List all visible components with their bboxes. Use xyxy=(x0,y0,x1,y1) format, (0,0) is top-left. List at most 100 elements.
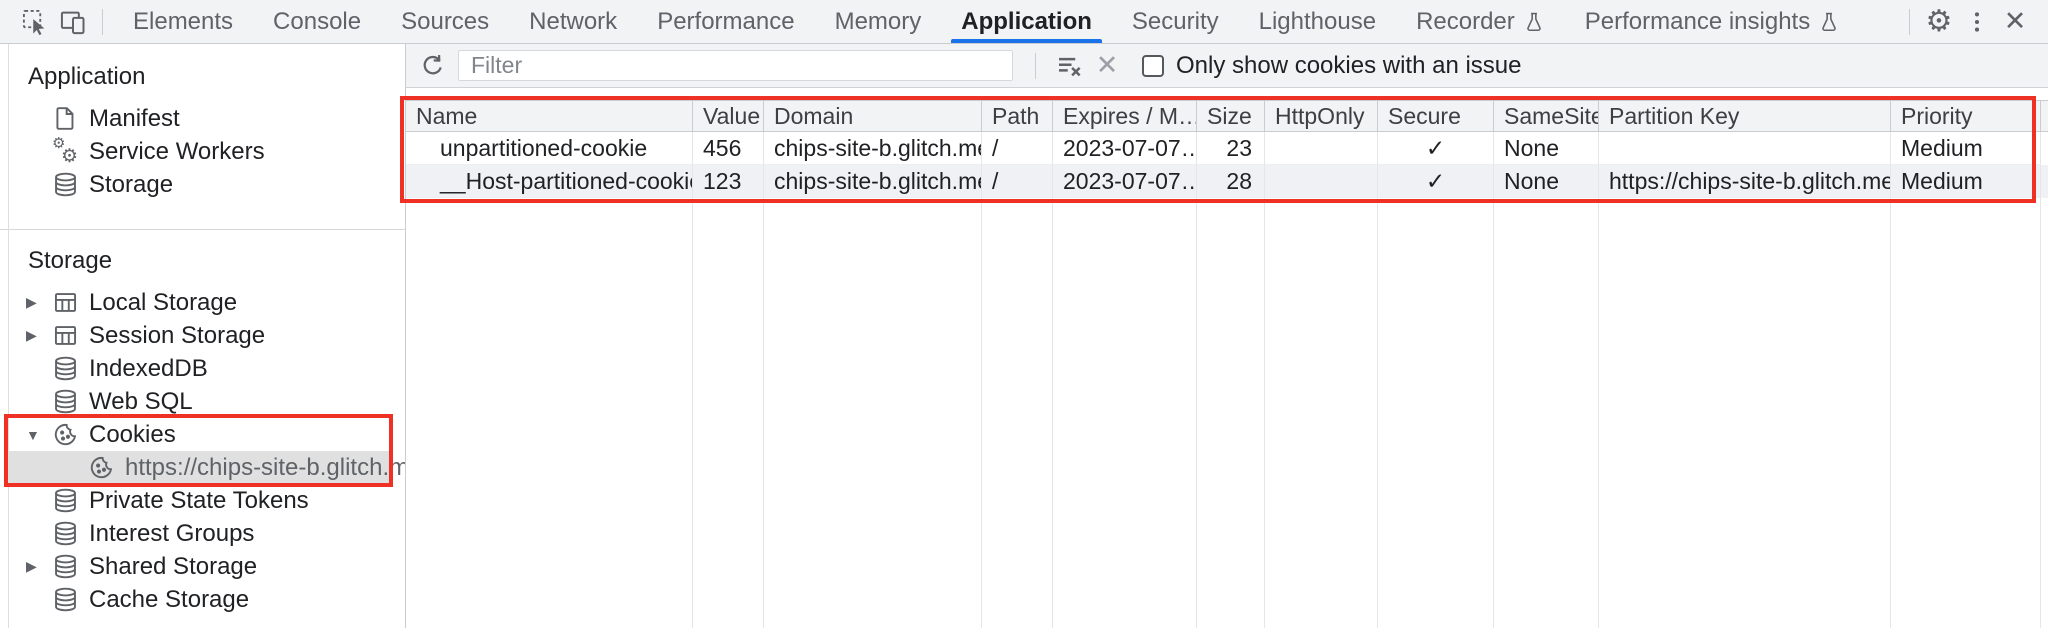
filter-input[interactable] xyxy=(458,50,1013,81)
tab-label: Sources xyxy=(401,7,490,35)
cell-path: / xyxy=(982,165,1053,198)
cell-name: __Host-partitioned-cookie xyxy=(406,165,693,198)
sidebar-item-service-workers[interactable]: ⚙⚙ Service Workers xyxy=(0,135,405,168)
sidebar-item-label: Manifest xyxy=(89,104,180,132)
cell-samesite: None xyxy=(1494,165,1599,198)
refresh-icon[interactable] xyxy=(414,47,452,85)
chevron-right-icon[interactable]: ▶ xyxy=(26,294,37,310)
tab-label: Elements xyxy=(133,7,234,35)
cell-secure: ✓ xyxy=(1378,165,1494,198)
cell-value: 123 xyxy=(693,165,764,198)
column-header-path[interactable]: Path xyxy=(982,101,1053,131)
column-header-partition-key[interactable]: Partition Key xyxy=(1599,101,1891,131)
sidebar-item-cache-storage[interactable]: Cache Storage xyxy=(0,583,405,616)
devtools-tabbar: Elements Console Sources Network Performance… xyxy=(0,0,2048,44)
close-devtools-icon[interactable]: ✕ xyxy=(2003,6,2027,36)
tab-label: Security xyxy=(1131,7,1219,35)
tab-network[interactable]: Network xyxy=(513,0,633,43)
delete-cookie-icon[interactable]: ✕ xyxy=(1095,50,1119,80)
tab-label: Performance insights xyxy=(1584,7,1811,35)
db-icon xyxy=(52,355,79,382)
sidebar-item-label: Private State Tokens xyxy=(89,486,309,514)
tab-recorder[interactable]: Recorder xyxy=(1400,0,1561,43)
sidebar-item-label: Storage xyxy=(89,170,174,198)
column-header-expires-m[interactable]: Expires / M… xyxy=(1053,101,1197,131)
cell-domain: chips-site-b.glitch.me xyxy=(764,132,982,165)
sidebar-item-https-chips-site-b-glitch-me[interactable]: https://chips-site-b.glitch.me xyxy=(7,451,405,484)
sidebar-item-label: Local Storage xyxy=(89,288,238,316)
cell-expires-m: 2023-07-07… xyxy=(1053,132,1197,165)
tab-elements[interactable]: Elements xyxy=(117,0,249,43)
column-header-value[interactable]: Value xyxy=(693,101,764,131)
more-options-kebab-icon[interactable] xyxy=(1958,3,1996,41)
column-header-domain[interactable]: Domain xyxy=(764,101,982,131)
issue-filter-label[interactable]: Only show cookies with an issue xyxy=(1176,51,1522,79)
tab-label: Performance xyxy=(657,7,795,35)
sidebar-item-label: Service Workers xyxy=(89,137,265,165)
panel-tabs: Elements Console Sources Network Performance… xyxy=(113,0,1899,43)
column-line xyxy=(1378,100,1494,628)
inspect-element-icon[interactable] xyxy=(16,3,54,41)
sidebar-item-shared-storage[interactable]: ▶Shared Storage xyxy=(0,550,405,583)
sidebar-item-local-storage[interactable]: ▶ Local Storage xyxy=(0,286,405,319)
clear-filter-icon[interactable] xyxy=(1050,47,1088,85)
cell-value: 456 xyxy=(693,132,764,165)
gears-icon: ⚙⚙ xyxy=(52,135,78,167)
db-icon xyxy=(52,487,79,514)
column-header-priority[interactable]: Priority xyxy=(1891,101,2041,131)
tabbar-right-divider xyxy=(1909,8,1910,35)
tab-label: Console xyxy=(273,7,362,35)
section-title-application: Application xyxy=(28,63,146,90)
sidebar-item-session-storage[interactable]: ▶ Session Storage xyxy=(0,319,405,352)
column-line xyxy=(764,100,982,628)
sidebar-item-label: Web SQL xyxy=(89,387,193,415)
sidebar-item-indexeddb[interactable]: IndexedDB xyxy=(0,352,405,385)
sidebar-item-interest-groups[interactable]: Interest Groups xyxy=(0,517,405,550)
tab-performance-insights[interactable]: Performance insights xyxy=(1569,0,1856,43)
sidebar-item-private-state-tokens[interactable]: Private State Tokens xyxy=(0,484,405,517)
column-header-httponly[interactable]: HttpOnly xyxy=(1265,101,1378,131)
cell-priority: Medium xyxy=(1891,165,2041,198)
tab-memory[interactable]: Memory xyxy=(819,0,938,43)
column-header-name[interactable]: Name xyxy=(406,101,693,131)
toggle-device-toolbar-icon[interactable] xyxy=(54,3,92,41)
tab-application[interactable]: Application xyxy=(945,0,1108,43)
tab-console[interactable]: Console xyxy=(257,0,377,43)
tab-performance[interactable]: Performance xyxy=(641,0,810,43)
tab-sources[interactable]: Sources xyxy=(385,0,505,43)
cell-httponly xyxy=(1265,165,1378,198)
settings-gear-icon[interactable]: ⚙ xyxy=(1925,4,1953,38)
chevron-right-icon[interactable]: ▶ xyxy=(26,558,37,574)
tab-lighthouse[interactable]: Lighthouse xyxy=(1243,0,1392,43)
cell-path: / xyxy=(982,132,1053,165)
column-header-samesite[interactable]: SameSite xyxy=(1494,101,1599,131)
tab-label: Memory xyxy=(834,7,922,35)
db-icon xyxy=(52,171,79,198)
sidebar-item-cookies[interactable]: ▼Cookies xyxy=(0,418,405,451)
db-icon xyxy=(52,388,79,415)
cell-partition-key: https://chips-site-b.glitch.me xyxy=(1599,165,1891,198)
section-title-storage: Storage xyxy=(28,247,113,274)
sidebar-item-label: Session Storage xyxy=(89,321,266,349)
cell-name: unpartitioned-cookie xyxy=(406,132,693,165)
sidebar-item-storage[interactable]: Storage xyxy=(0,168,405,201)
tab-security[interactable]: Security xyxy=(1116,0,1235,43)
sidebar-item-web-sql[interactable]: Web SQL xyxy=(0,385,405,418)
chevron-down-icon[interactable]: ▼ xyxy=(26,426,40,443)
cell-httponly xyxy=(1265,132,1378,165)
column-header-secure[interactable]: Secure xyxy=(1378,101,1494,131)
doc-icon xyxy=(52,105,79,132)
chevron-right-icon[interactable]: ▶ xyxy=(26,327,37,343)
tabbar-left-controls xyxy=(0,0,113,43)
column-header-size[interactable]: Size xyxy=(1197,101,1265,131)
issue-filter-checkbox[interactable] xyxy=(1142,54,1164,77)
sidebar-item-manifest[interactable]: Manifest xyxy=(0,102,405,135)
cell-secure: ✓ xyxy=(1378,132,1494,165)
